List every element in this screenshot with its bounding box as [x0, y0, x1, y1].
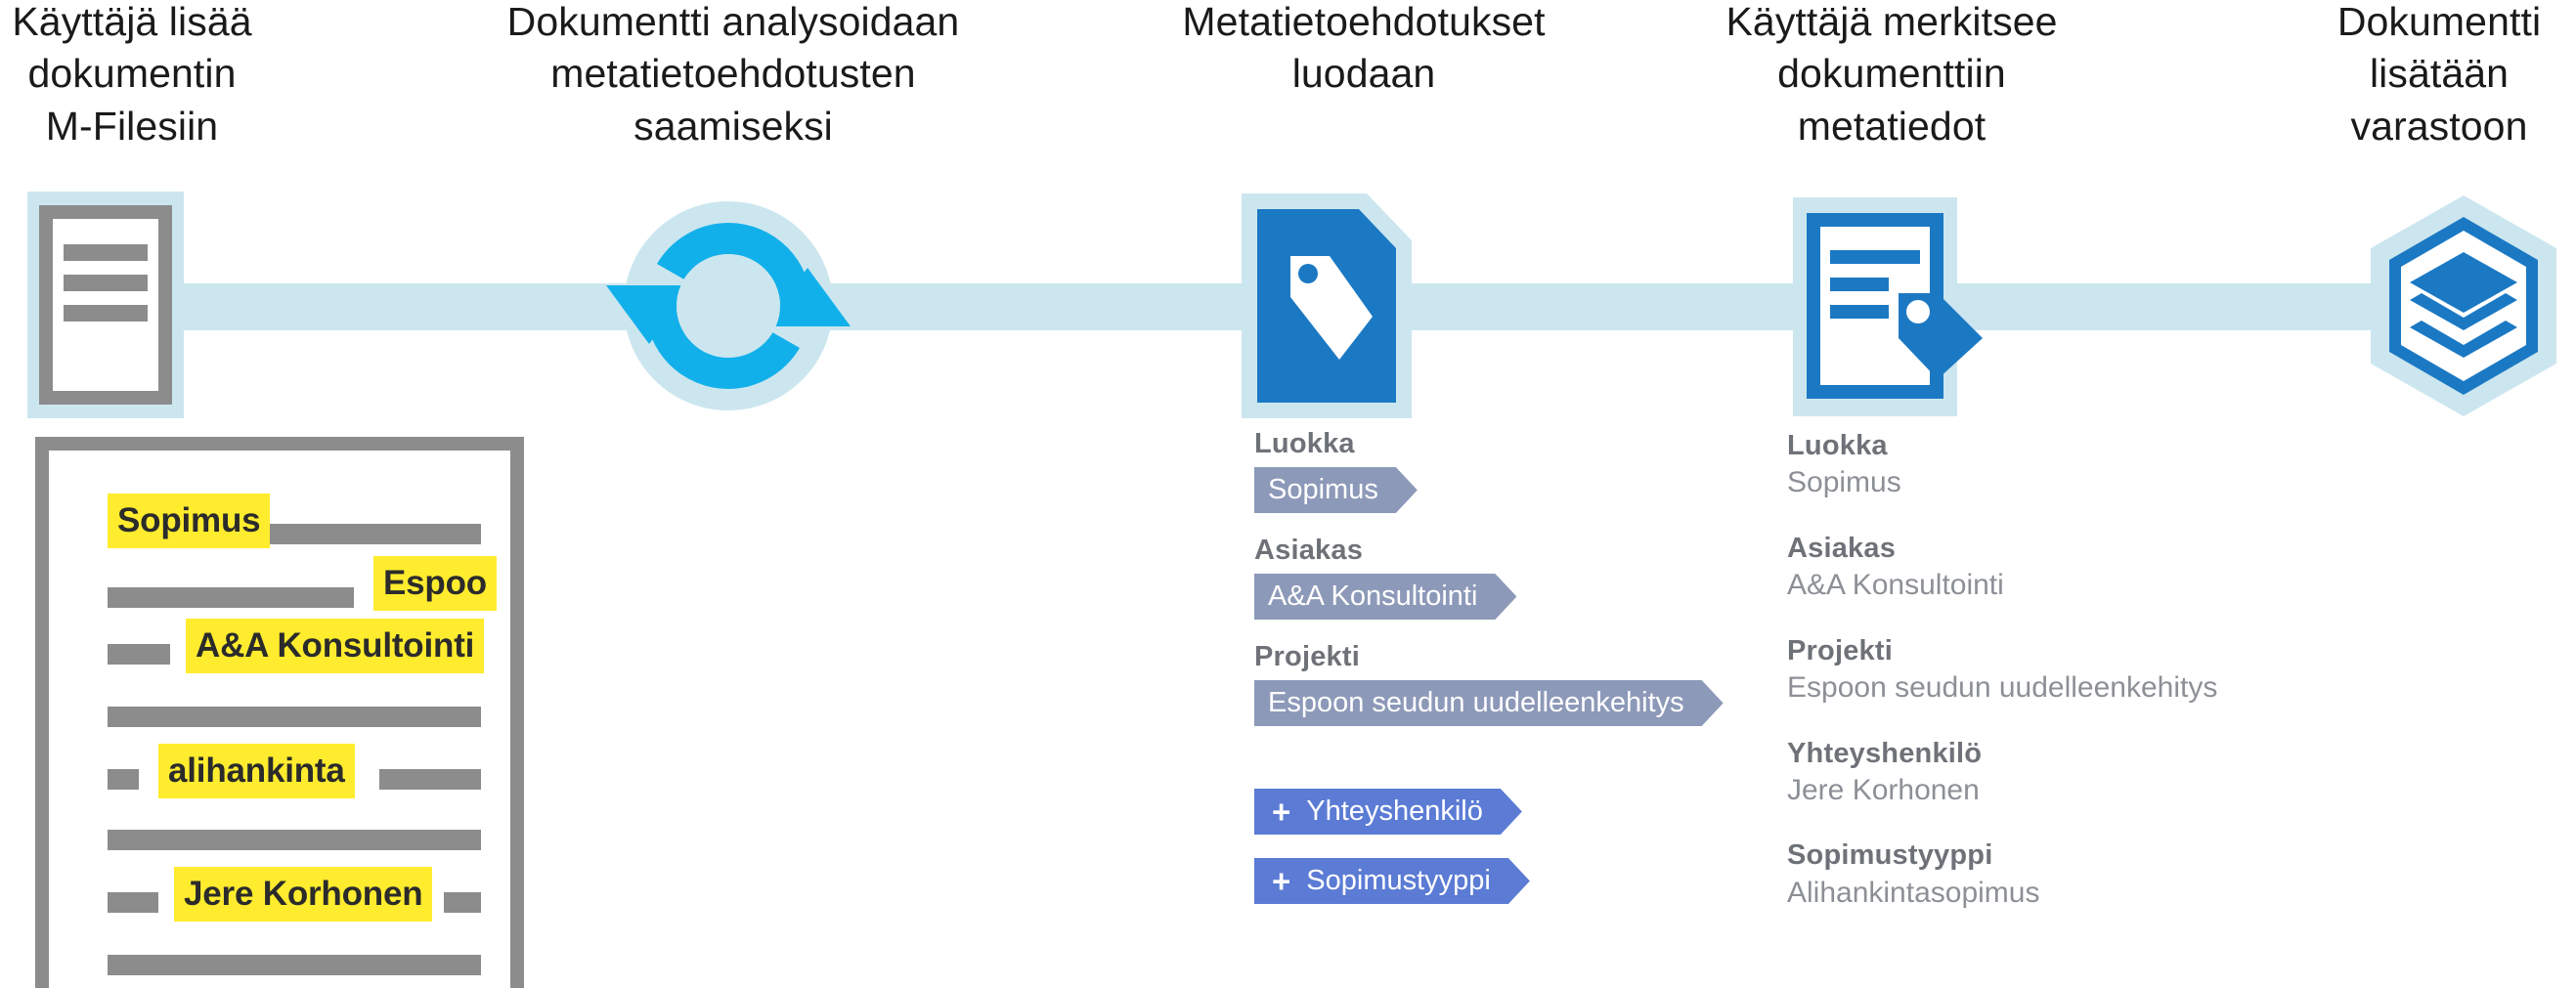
suggestion-tag-asiakas[interactable]: A&A Konsultointi — [1254, 574, 1516, 620]
metadata-value-luokka: Sopimus — [1787, 466, 1901, 499]
text-bar — [108, 830, 481, 850]
text-bar — [108, 769, 139, 790]
text-bar — [108, 707, 481, 727]
text-bar — [108, 955, 481, 975]
add-suggestion-yhteyshenkilo[interactable]: + Yhteyshenkilö — [1254, 789, 1522, 835]
metadata-key-luokka: Luokka — [1787, 430, 1888, 461]
metadata-key-projekti: Projekti — [1787, 634, 1893, 666]
metadata-group-yhteyshenkilo: Yhteyshenkilö Jere Korhonen — [1787, 738, 2471, 809]
step-icon-1 — [20, 184, 264, 428]
metadata-group-sopimustyyppi: Sopimustyyppi Alihankintasopimus — [1787, 839, 2471, 911]
add-suggestion-label: Yhteyshenkilö — [1306, 795, 1483, 827]
document-tag-icon — [1242, 193, 1412, 418]
suggestion-tag-luokka[interactable]: Sopimus — [1254, 467, 1418, 513]
metadata-group-luokka: Luokka Sopimus — [1787, 430, 2471, 501]
suggestion-label-projekti: Projekti — [1254, 641, 1360, 672]
document-icon — [27, 192, 184, 418]
metadata-value-projekti: Espoon seudun uudelleenkehitys — [1787, 671, 2218, 705]
final-metadata-panel: Luokka Sopimus Asiakas A&A Konsultointi … — [1787, 430, 2471, 942]
step-title-4: Käyttäjä merkitsee dokumenttiin metatied… — [1725, 0, 2058, 149]
step-title-2: Dokumentti analysoidaan metatietoehdotus… — [506, 0, 960, 149]
text-bar — [108, 892, 158, 913]
add-suggestion-sopimustyyppi[interactable]: + Sopimustyyppi — [1254, 858, 1530, 904]
suggestion-label-asiakas: Asiakas — [1254, 535, 1364, 566]
step-title-3: Metatietoehdotukset luodaan — [1182, 0, 1546, 97]
hexagon-layers-icon — [2371, 195, 2556, 416]
metadata-value-asiakas: A&A Konsultointi — [1787, 569, 2004, 602]
text-bar — [379, 769, 481, 790]
step-title-5: Dokumentti lisätään varastoon — [2336, 0, 2542, 149]
highlight-espoo: Espoo — [373, 556, 497, 611]
suggestion-tag-projekti[interactable]: Espoon seudun uudelleenkehitys — [1254, 680, 1724, 726]
metadata-group-projekti: Projekti Espoon seudun uudelleenkehitys — [1787, 635, 2471, 707]
highlight-alihankinta: alihankinta — [158, 744, 355, 798]
highlight-jere-korhonen: Jere Korhonen — [174, 867, 433, 922]
text-bar — [108, 644, 170, 665]
metadata-key-yhteyshenkilo: Yhteyshenkilö — [1787, 737, 1983, 769]
plus-icon: + — [1272, 863, 1291, 899]
metadata-key-asiakas: Asiakas — [1787, 532, 1897, 564]
highlight-asiakas: A&A Konsultointi — [186, 619, 485, 673]
step-icon-4 — [1750, 184, 1994, 428]
step-icon-5 — [2341, 184, 2576, 428]
step-title-1: Käyttäjä lisää dokumentin M-Filesiin — [12, 0, 252, 149]
document-preview-body: Sopimus Espoo A&A Konsultointi alihankin… — [49, 451, 510, 988]
plus-icon: + — [1272, 794, 1291, 830]
add-suggestion-label: Sopimustyyppi — [1306, 865, 1491, 896]
metadata-value-sopimustyyppi: Alihankintasopimus — [1787, 876, 2040, 909]
document-lines-tag-icon — [1793, 197, 1983, 416]
text-bar — [108, 587, 354, 608]
document-preview-card: Sopimus Espoo A&A Konsultointi alihankin… — [35, 437, 524, 988]
step-icon-3 — [1230, 184, 1474, 428]
metadata-key-sopimustyyppi: Sopimustyyppi — [1787, 839, 1993, 872]
text-bar — [444, 892, 481, 913]
metadata-suggestions-panel: Luokka Sopimus Asiakas A&A Konsultointi … — [1254, 430, 1860, 927]
highlight-sopimus: Sopimus — [108, 494, 271, 548]
suggestions-spacer — [1254, 750, 1860, 789]
metadata-group-asiakas: Asiakas A&A Konsultointi — [1787, 533, 2471, 604]
sync-refresh-icon — [606, 201, 851, 410]
text-bar — [270, 524, 481, 544]
metadata-value-yhteyshenkilo: Jere Korhonen — [1787, 773, 1980, 806]
suggestion-label-luokka: Luokka — [1254, 428, 1355, 459]
step-icon-2 — [606, 184, 851, 428]
